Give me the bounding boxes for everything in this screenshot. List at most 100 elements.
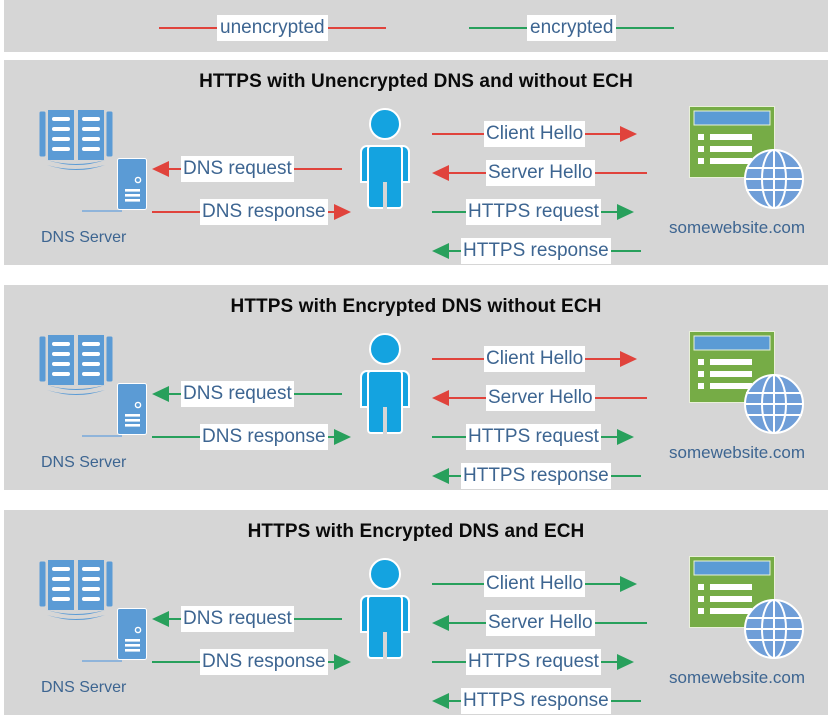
panel-title-1: HTTPS with Unencrypted DNS and without E… <box>199 71 633 92</box>
dns-server-group-3: DNS Server <box>32 556 172 696</box>
flow-line <box>327 436 334 438</box>
website-group-1: somewebsite.com <box>669 106 829 246</box>
server-icon <box>117 608 147 665</box>
flow-label-server-hello-2: Server Hello <box>486 385 595 411</box>
flow-label-server-hello-1: Server Hello <box>486 160 595 186</box>
server-icon <box>117 383 147 440</box>
flow-line <box>585 358 621 360</box>
flow-line <box>449 475 461 477</box>
flow-line <box>600 661 617 663</box>
arrow-right-icon <box>333 654 351 670</box>
flow-line <box>600 436 617 438</box>
website-group-3: somewebsite.com <box>669 556 829 696</box>
scenario-panel-3: HTTPS with Encrypted DNS and ECH <box>4 510 828 715</box>
legend-line-unencrypted-right <box>327 27 386 29</box>
globe-icon <box>743 373 805 440</box>
flow-server-hello-1: Server Hello <box>432 160 647 186</box>
flow-dns-response-2: DNS response <box>152 424 351 450</box>
flow-line <box>449 622 486 624</box>
flow-line <box>449 700 461 702</box>
scenario-panel-1: HTTPS with Unencrypted DNS and without E… <box>4 60 828 265</box>
flow-label-https-response-2: HTTPS response <box>461 463 611 489</box>
legend-line-encrypted-right <box>616 27 675 29</box>
panel-title-3: HTTPS with Encrypted DNS and ECH <box>247 521 585 542</box>
arrow-left-icon <box>432 693 449 709</box>
browser-window-icon <box>689 106 775 183</box>
flow-https-response-3: HTTPS response <box>432 688 641 714</box>
flow-https-request-1: HTTPS request <box>432 199 634 225</box>
flow-label-dns-request-2: DNS request <box>181 381 294 407</box>
flow-line <box>152 661 200 663</box>
flow-server-hello-2: Server Hello <box>432 385 647 411</box>
flow-line <box>432 211 466 213</box>
flow-line <box>610 475 641 477</box>
legend-line-unencrypted <box>159 27 217 29</box>
flow-line <box>293 168 342 170</box>
arrow-left-icon <box>432 243 449 259</box>
website-label-3: somewebsite.com <box>669 668 806 687</box>
flow-dns-request-2: DNS request <box>152 381 342 407</box>
arrow-right-icon <box>620 351 638 367</box>
arrow-right-icon <box>616 654 634 670</box>
flow-dns-response-1: DNS response <box>152 199 351 225</box>
flow-https-response-1: HTTPS response <box>432 238 641 264</box>
flow-label-server-hello-3: Server Hello <box>486 610 595 636</box>
legend-label-encrypted: encrypted <box>527 15 617 41</box>
user-person-icon <box>354 558 416 665</box>
flow-label-https-response-3: HTTPS response <box>461 688 611 714</box>
book-icon <box>38 331 114 408</box>
dns-server-label-3: DNS Server <box>41 679 127 696</box>
arrow-left-icon <box>432 615 449 631</box>
flow-label-https-request-3: HTTPS request <box>466 649 601 675</box>
arrow-right-icon <box>616 429 634 445</box>
flow-label-https-response-1: HTTPS response <box>461 238 611 264</box>
flow-line <box>152 211 200 213</box>
dns-link-line <box>82 660 122 662</box>
arrow-right-icon <box>333 429 351 445</box>
flow-line <box>585 583 621 585</box>
flow-client-hello-1: Client Hello <box>432 121 638 147</box>
flow-label-https-request-2: HTTPS request <box>466 424 601 450</box>
flow-line <box>585 133 621 135</box>
arrow-left-icon <box>152 386 169 402</box>
website-group-2: somewebsite.com <box>669 331 829 471</box>
book-icon <box>38 556 114 633</box>
legend-label-unencrypted: unencrypted <box>217 15 328 41</box>
arrow-right-icon <box>616 204 634 220</box>
flow-label-dns-response-1: DNS response <box>200 199 328 225</box>
user-person-icon <box>354 108 416 215</box>
flow-line <box>594 622 647 624</box>
flow-line <box>293 393 342 395</box>
flow-client-hello-3: Client Hello <box>432 571 638 597</box>
website-label-2: somewebsite.com <box>669 443 806 462</box>
legend-line-encrypted <box>469 27 527 29</box>
arrow-right-icon <box>620 126 638 142</box>
dns-server-label-2: DNS Server <box>41 454 127 471</box>
arrow-left-icon <box>432 468 449 484</box>
flow-line <box>600 211 617 213</box>
flow-line <box>449 397 486 399</box>
arrow-left-icon <box>432 390 449 406</box>
flow-dns-request-3: DNS request <box>152 606 342 632</box>
flow-label-dns-request-3: DNS request <box>181 606 294 632</box>
flow-label-client-hello-1: Client Hello <box>484 121 586 147</box>
flow-label-https-request-1: HTTPS request <box>466 199 601 225</box>
flow-label-client-hello-2: Client Hello <box>484 346 586 372</box>
flow-line <box>432 661 466 663</box>
arrow-left-icon <box>152 611 169 627</box>
flow-label-client-hello-3: Client Hello <box>484 571 586 597</box>
flow-line <box>432 436 466 438</box>
server-icon <box>117 158 147 215</box>
dns-link-line <box>82 435 122 437</box>
book-icon <box>38 106 114 183</box>
panel-title-2: HTTPS with Encrypted DNS without ECH <box>230 296 602 317</box>
flow-line <box>594 172 647 174</box>
globe-icon <box>743 148 805 215</box>
flow-line <box>449 172 486 174</box>
arrow-left-icon <box>152 161 169 177</box>
flow-line <box>432 133 484 135</box>
dns-server-group-2: DNS Server <box>32 331 172 471</box>
flow-line <box>610 700 641 702</box>
flow-line <box>169 393 181 395</box>
flow-line <box>169 618 181 620</box>
